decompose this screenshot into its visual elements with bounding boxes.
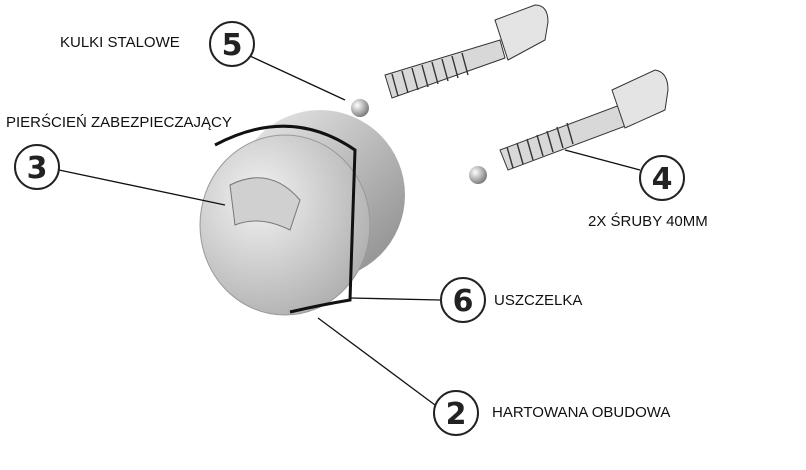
svg-text:3: 3 bbox=[27, 151, 48, 186]
svg-text:4: 4 bbox=[652, 162, 673, 197]
label-seal: USZCZELKA bbox=[494, 292, 583, 309]
label-security-ring: PIERŚCIEŃ ZABEZPIECZAJĄCY bbox=[6, 114, 232, 131]
steel-ball bbox=[469, 166, 487, 184]
screw-top bbox=[384, 4, 549, 99]
svg-text:2: 2 bbox=[446, 397, 467, 432]
label-housing: HARTOWANA OBUDOWA bbox=[492, 404, 671, 421]
label-steel-balls: KULKI STALOWE bbox=[60, 34, 180, 51]
callout-3: 3 bbox=[14, 144, 60, 190]
svg-text:6: 6 bbox=[453, 284, 474, 319]
svg-text:5: 5 bbox=[222, 28, 243, 63]
steel-ball bbox=[351, 99, 369, 117]
callout-5: 5 bbox=[209, 21, 255, 67]
lock-housing bbox=[199, 110, 405, 316]
label-screws: 2X ŚRUBY 40MM bbox=[588, 213, 708, 230]
screw-bottom bbox=[499, 69, 669, 171]
leader-lines bbox=[58, 55, 641, 406]
callout-4: 4 bbox=[639, 155, 685, 201]
callout-2: 2 bbox=[433, 390, 479, 436]
callout-6: 6 bbox=[440, 277, 486, 323]
